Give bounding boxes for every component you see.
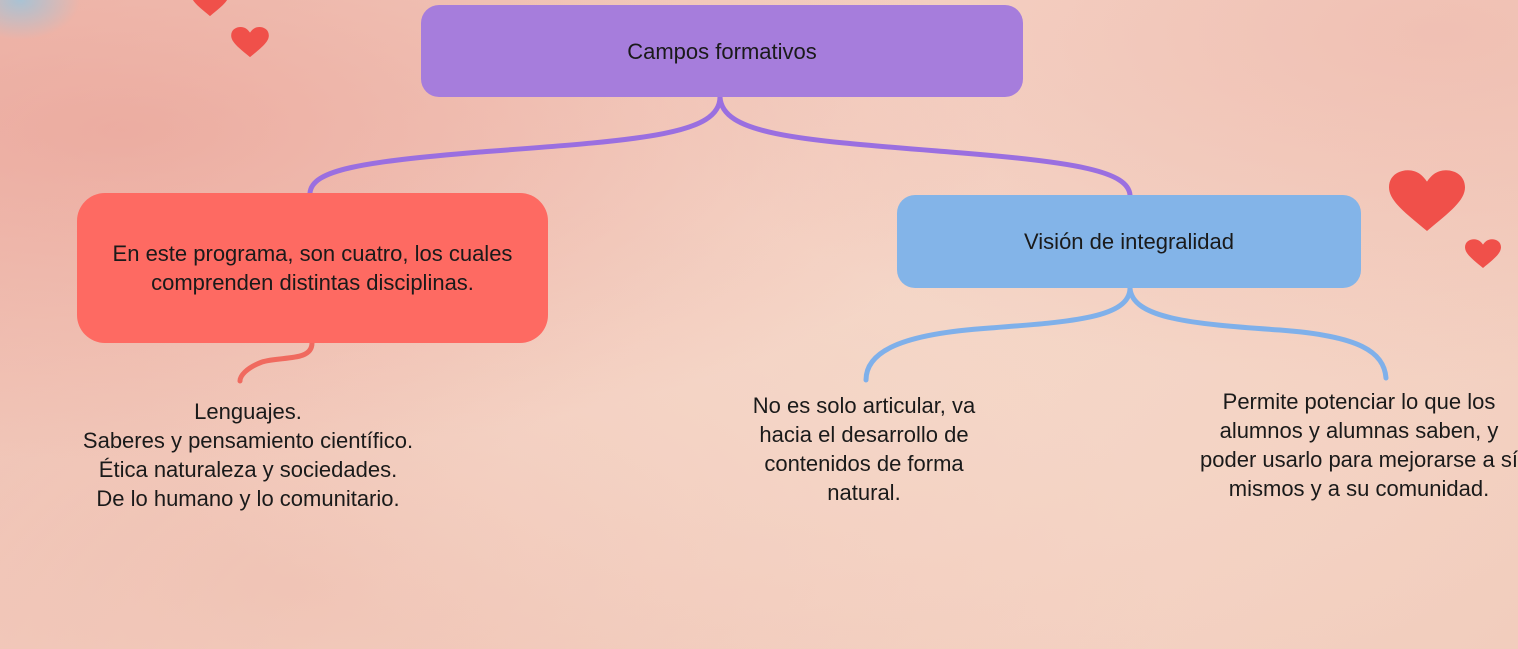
heart-icon <box>231 27 269 58</box>
campos-list-item: Lenguajes. <box>194 399 302 424</box>
campos-list: Lenguajes. Saberes y pensamiento científ… <box>0 397 496 513</box>
node-cuatro-campos: En este programa, son cuatro, los cuales… <box>77 193 548 343</box>
node-vision-integralidad: Visión de integralidad <box>897 195 1361 288</box>
connector-root-to-right <box>717 94 1133 198</box>
campos-list-item: Ética naturaleza y sociedades. <box>98 457 398 482</box>
root-node-campos-formativos: Campos formativos <box>421 5 1023 97</box>
leaf-articular: No es solo articular, va hacia el desarr… <box>752 393 976 505</box>
leaf-permite: Permite potenciar lo que los alumnos y a… <box>1200 389 1518 501</box>
root-node-label: Campos formativos <box>627 38 817 64</box>
heart-icon <box>1389 170 1465 231</box>
connector-right-to-articular <box>863 285 1133 383</box>
connector-right-to-permite <box>1127 285 1389 381</box>
campos-list-item: De lo humano y lo comunitario. <box>96 486 400 511</box>
node-cuatro-campos-label: En este programa, son cuatro, los cuales… <box>112 241 513 295</box>
heart-icon <box>1465 239 1501 268</box>
node-vision-integralidad-label: Visión de integralidad <box>1024 229 1234 254</box>
connector-root-to-left <box>307 94 723 196</box>
heart-icon <box>192 0 228 17</box>
campos-list-item: Saberes y pensamiento científico. <box>82 428 414 453</box>
connector-left-to-list <box>237 340 315 384</box>
